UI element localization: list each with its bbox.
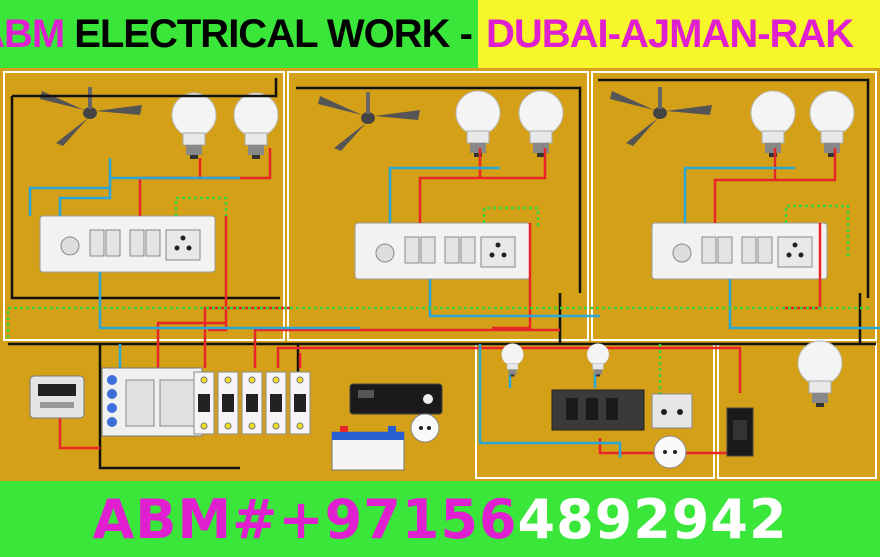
- dash-text: -: [459, 11, 473, 56]
- ceiling-fan-icon: [318, 92, 420, 151]
- brand-text: ABM: [0, 11, 65, 56]
- room-3: [610, 87, 855, 280]
- switchboard: [354, 222, 531, 280]
- ceiling-fan-icon: [610, 87, 712, 146]
- bulb-icon: [501, 343, 524, 377]
- mcb: [217, 371, 239, 435]
- switch-icon: [551, 389, 754, 457]
- bulb-icon: [518, 90, 564, 158]
- phone-suffix: 4892942: [517, 487, 788, 551]
- bulb-icon: [455, 90, 501, 158]
- inverter-icon: [349, 383, 443, 415]
- phone-prefix: ABM#+97156: [92, 487, 518, 551]
- room-1: [39, 87, 279, 273]
- bulb-icon: [233, 92, 279, 160]
- bulb-icon: [797, 340, 843, 408]
- plug-icon: [653, 435, 687, 469]
- energy-meter-icon: [29, 375, 85, 419]
- mcb: [241, 371, 263, 435]
- distribution-board: [101, 367, 311, 437]
- switchboard: [39, 215, 216, 273]
- bottom-banner: ABM#+971564892942: [0, 481, 880, 557]
- bulb-icon: [586, 343, 610, 377]
- wires: [6, 78, 880, 470]
- banner-right: DUBAI-AJMAN-RAK: [478, 0, 880, 68]
- banner-left: ABMELECTRICAL WORK -: [0, 0, 478, 68]
- bulb-icon: [809, 90, 855, 158]
- room-2: [318, 90, 564, 280]
- locations-text: DUBAI-AJMAN-RAK: [486, 11, 854, 56]
- bulb-icon: [171, 92, 217, 160]
- plug-icon: [410, 413, 440, 443]
- title-text: ELECTRICAL WORK: [74, 11, 450, 56]
- mcb: [265, 371, 287, 435]
- battery-icon: [331, 426, 405, 471]
- mcb: [193, 371, 215, 435]
- wiring-diagram: [3, 71, 880, 479]
- mcb: [289, 371, 311, 435]
- top-banner: ABMELECTRICAL WORK - DUBAI-AJMAN-RAK: [0, 0, 880, 68]
- bulb-icon: [750, 90, 796, 158]
- switchboard: [651, 222, 828, 280]
